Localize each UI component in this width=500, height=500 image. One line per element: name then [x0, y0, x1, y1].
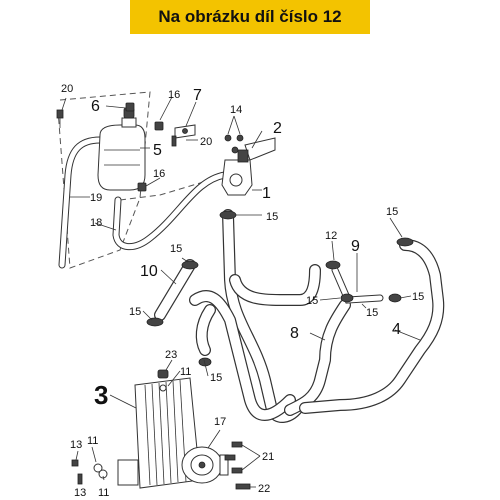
overflow-hose-19: [58, 136, 104, 269]
thermostat-bracket-2: [244, 137, 276, 161]
callout-14: 14: [230, 104, 242, 116]
bolt-22: [235, 483, 251, 490]
callout-2: 2: [273, 120, 282, 137]
tank-group-boundary: [57, 91, 211, 269]
expansion-tank-5: [97, 107, 146, 191]
callout-4: 4: [392, 321, 401, 338]
callout-8: 8: [290, 325, 299, 342]
bolts-14: [224, 134, 244, 154]
hose-main-b: [229, 264, 321, 306]
callout-17: 17: [214, 416, 226, 428]
callout-15-mid-a: 15: [306, 295, 318, 307]
callout-5: 5: [153, 142, 162, 159]
water-pump-17: [181, 446, 229, 484]
hose-main-c: [189, 290, 296, 421]
bolt-20-right: [171, 135, 177, 147]
callout-11-mid: 11: [87, 435, 98, 447]
callout-22: 22: [258, 483, 270, 495]
callout-7: 7: [193, 87, 202, 104]
callout-15-lower: 15: [210, 372, 222, 384]
callout-20-left: 20: [61, 83, 73, 95]
clip-16-lower: [137, 182, 147, 192]
clip-16-upper: [154, 121, 164, 131]
callout-11-bottom: 11: [98, 487, 109, 499]
callout-10: 10: [140, 263, 158, 280]
callout-15-top-right: 15: [386, 206, 398, 218]
part-number-banner: Na obrázku díl číslo 12: [130, 0, 370, 34]
callout-15-hose10: 15: [170, 243, 182, 255]
breather-hose-18: [112, 171, 229, 251]
callout-15-thermostat: 15: [266, 211, 278, 223]
hose-4: [299, 239, 445, 414]
callout-20-right: 20: [200, 136, 212, 148]
hose-main-a: [222, 209, 306, 423]
callout-13-top: 13: [70, 439, 82, 451]
callout-12: 12: [325, 230, 337, 242]
tank-cap-6: [125, 102, 135, 112]
callout-13-bottom: 13: [74, 487, 86, 499]
clamp-12: [325, 260, 341, 270]
leader-lines: [61, 96, 421, 488]
bolts-13: [71, 459, 83, 485]
callout-23: 23: [165, 349, 177, 361]
radiator-cap-23: [157, 369, 169, 379]
callout-15-mid-c: 15: [412, 291, 424, 303]
callout-18: 18: [90, 217, 102, 229]
callout-15-left: 15: [129, 306, 141, 318]
callout-16-upper: 16: [168, 89, 180, 101]
bracket-7: [174, 124, 196, 139]
thermostat-housing-1: [221, 149, 253, 196]
callout-19: 19: [90, 192, 102, 204]
callout-15-mid-b: 15: [366, 307, 378, 319]
bolt-20-left: [56, 109, 64, 128]
callout-3: 3: [94, 380, 108, 410]
grommets-11: [93, 384, 167, 479]
hose-10: [154, 259, 196, 321]
callout-1: 1: [262, 185, 271, 202]
bolts-21: [224, 441, 243, 474]
callout-21: 21: [262, 451, 274, 463]
callout-11-top: 11: [180, 366, 191, 378]
clamps-15: [146, 210, 414, 367]
callout-9: 9: [351, 238, 360, 255]
hose-8: [284, 299, 351, 416]
hose-radiator-upper: [195, 304, 216, 356]
callout-16-lower: 16: [153, 168, 165, 180]
callout-6: 6: [91, 98, 100, 115]
